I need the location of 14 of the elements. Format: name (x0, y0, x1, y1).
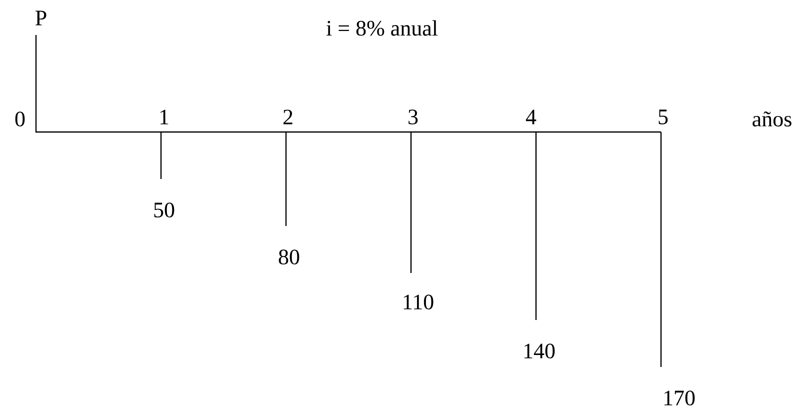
interest-rate-note: i = 8% anual (326, 20, 438, 36)
period-label: 1 (160, 110, 168, 124)
amount-label: 80 (278, 250, 300, 264)
amount-label: 50 (154, 202, 174, 218)
period-label: 5 (658, 110, 668, 124)
period-label: 2 (283, 110, 292, 124)
amount-label: 110 (404, 294, 434, 310)
amount-label: 170 (664, 390, 695, 406)
period-label: 3 (408, 110, 418, 124)
amount-label: 140 (524, 344, 555, 358)
period-label: 0 (15, 112, 25, 126)
cash-flow-label: P (36, 10, 46, 26)
axis-unit-label: años (752, 111, 792, 127)
period-label: 4 (526, 110, 536, 124)
